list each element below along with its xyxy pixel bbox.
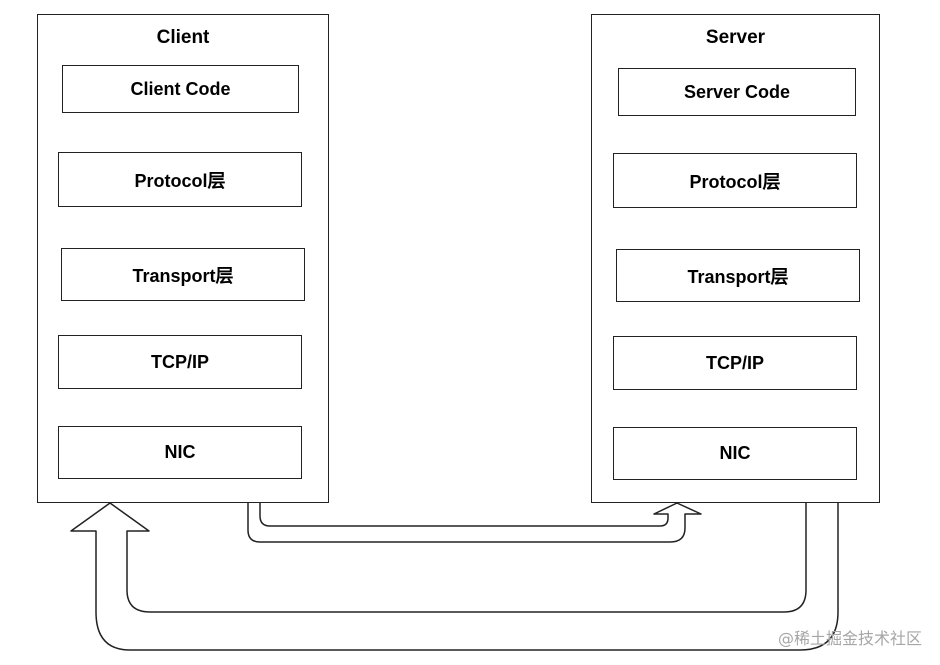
client-layer-protocol: Protocol层 (58, 152, 302, 207)
server-title: Server (705, 27, 766, 48)
watermark: @稀土掘金技术社区 (777, 629, 922, 648)
client-layer-nic: NIC (58, 426, 302, 479)
client-layer-client-code: Client Code (62, 65, 299, 113)
client-layer-tcp-ip: TCP/IP (58, 335, 302, 389)
server-layer-nic: NIC (613, 427, 857, 480)
client-to-server-arrow (247, 502, 702, 543)
server-to-client-arrow (70, 502, 839, 651)
server-layer-server-code: Server Code (618, 68, 856, 116)
client-layer-transport: Transport层 (61, 248, 305, 301)
server-layer-tcp-ip: TCP/IP (613, 336, 857, 390)
server-layer-protocol: Protocol层 (613, 153, 857, 208)
client-title: Client (156, 27, 210, 48)
server-layer-transport: Transport层 (616, 249, 860, 302)
